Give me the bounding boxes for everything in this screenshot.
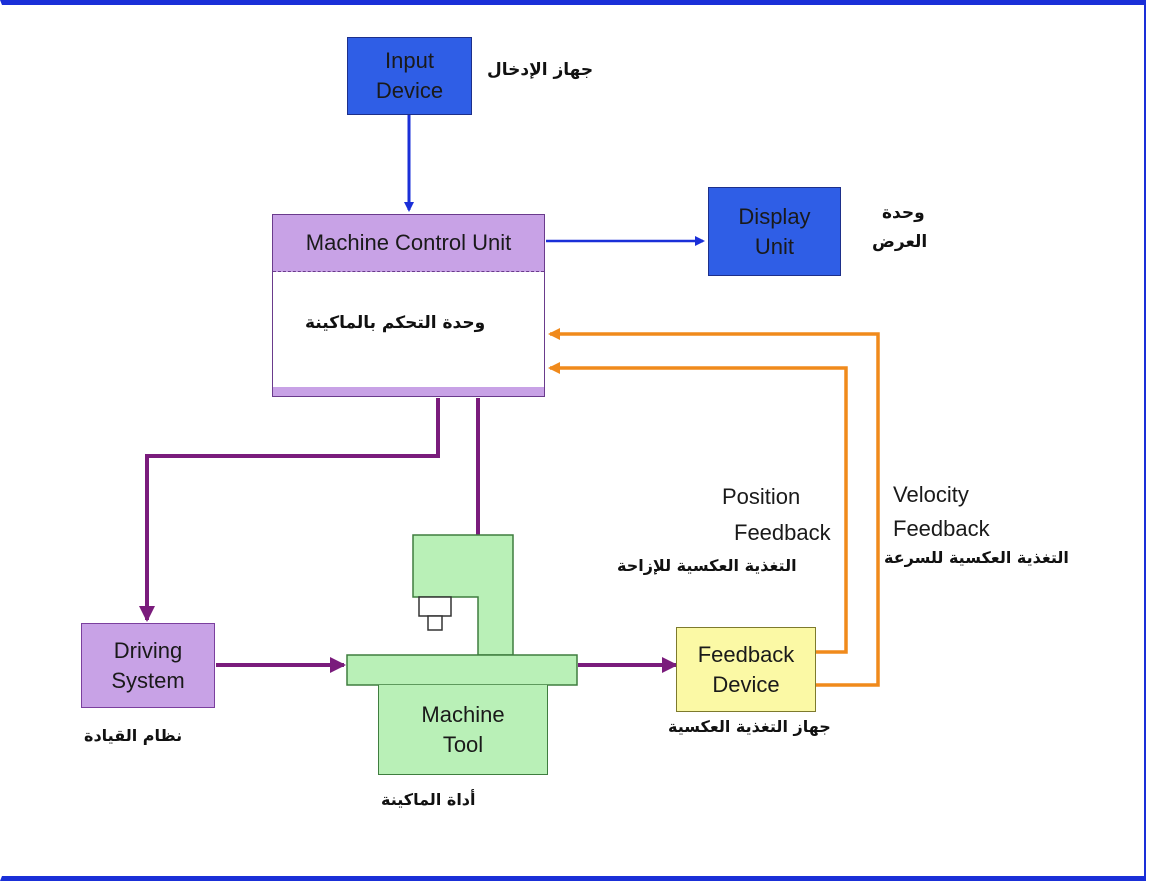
- display-unit-arabic-line1: وحدة: [882, 203, 925, 223]
- velocity-feedback-arabic-label: التغذية العكسية للسرعة: [884, 548, 1069, 567]
- input-device-box: Input Device: [347, 37, 472, 115]
- input-device-arabic-label: جهاز الإدخال: [487, 60, 594, 80]
- arrow-velocity-feedback: [548, 328, 880, 687]
- machine-tool-box: Machine Tool: [378, 685, 548, 775]
- driving-system-arabic-label: نظام القيادة: [84, 726, 183, 745]
- feedback-device-box: Feedback Device: [676, 627, 816, 712]
- machine-control-unit-box: Machine Control Unit: [272, 214, 545, 397]
- mcu-title: Machine Control Unit: [273, 215, 544, 272]
- velocity-feedback-label-line1: Velocity: [893, 482, 969, 507]
- mcu-arabic-label: وحدة التحكم بالماكينة: [305, 313, 486, 333]
- position-feedback-label-line2: Feedback: [734, 520, 831, 545]
- arrow-mcu-to-driving: [139, 398, 440, 622]
- mcu-footer-band: [273, 387, 544, 396]
- machine-tool-arabic-label: أداة الماكينة: [381, 790, 476, 809]
- display-unit-box: Display Unit: [708, 187, 841, 276]
- spindle-tool-shape: [427, 615, 443, 631]
- driving-system-box: Driving System: [81, 623, 215, 708]
- spindle-head-shape: [418, 596, 452, 617]
- machine-column-shape: [412, 534, 514, 656]
- position-feedback-label-line1: Position: [722, 484, 801, 509]
- feedback-device-arabic-label: جهاز التغذية العكسية: [668, 717, 831, 736]
- machine-table-shape: [346, 654, 578, 686]
- velocity-feedback-label-line2: Feedback: [893, 516, 990, 541]
- position-feedback-arabic-label: التغذية العكسية للإزاحة: [617, 556, 797, 575]
- arrow-position-feedback: [548, 362, 848, 654]
- display-unit-arabic-line2: العرض: [872, 232, 928, 252]
